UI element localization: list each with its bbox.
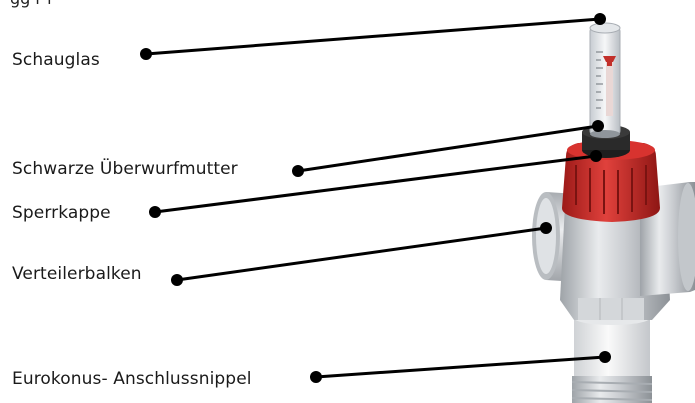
anchor-dot xyxy=(292,165,304,177)
anchor-dot xyxy=(540,222,552,234)
leader-schauglas xyxy=(140,13,606,60)
leader-sperrkappe xyxy=(149,150,602,218)
schauglas-part xyxy=(589,22,621,138)
anchor-dot xyxy=(599,351,611,363)
anchor-dot xyxy=(594,13,606,25)
anchor-dot xyxy=(149,206,161,218)
valve-illustration xyxy=(532,22,695,403)
anchor-dot xyxy=(592,120,604,132)
anchor-dot xyxy=(171,274,183,286)
leader-anschlussnippel xyxy=(310,351,611,383)
label-ueberwurfmutter: Schwarze Überwurfmutter xyxy=(12,159,238,179)
anchor-dot xyxy=(140,48,152,60)
label-sperrkappe: Sperrkappe xyxy=(12,203,111,223)
label-anschlussnippel: Eurokonus- Anschlussnippel xyxy=(12,369,252,389)
anschlussnippel-part xyxy=(571,311,653,403)
leader-ueberwurfmutter xyxy=(292,120,604,177)
label-schauglas: Schauglas xyxy=(12,50,100,70)
leader-verteilerbalken xyxy=(171,222,552,286)
anchor-dot xyxy=(590,150,602,162)
label-verteilerbalken: Verteilerbalken xyxy=(12,264,142,284)
anchor-dot xyxy=(310,371,322,383)
caption-fragment: gg r l xyxy=(10,0,52,8)
